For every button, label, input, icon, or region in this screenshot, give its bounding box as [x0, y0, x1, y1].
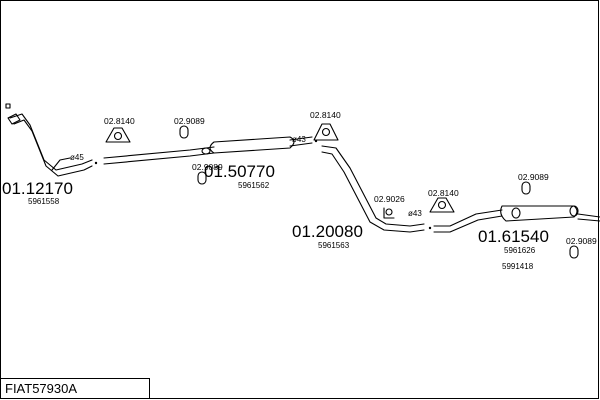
part-ref-sbend: 5961563 [318, 241, 350, 250]
ring-code-1: 02.9089 [174, 116, 205, 126]
bracket-icon [313, 123, 339, 141]
silencer-outlet [289, 136, 313, 147]
ring-icon [569, 245, 579, 259]
bracket-code-2: 02.8140 [310, 110, 341, 120]
part-code-middle: 01.50770 [204, 162, 275, 181]
silencer-end-cap [569, 205, 579, 217]
rear-silencer [433, 205, 600, 233]
clamp-code: 02.9026 [374, 194, 405, 204]
ring-icon [521, 181, 531, 195]
s-pipe-lower [321, 151, 425, 233]
pipe-joint [51, 157, 71, 171]
part-code-front: 01.12170 [2, 179, 73, 198]
ring-code-2: 02.9089 [192, 162, 223, 172]
front-pipe-lower [13, 119, 93, 177]
rear-pipe-lower [433, 215, 503, 233]
bracket-icon [429, 197, 455, 213]
diagram-code: FIAT57930A [5, 381, 78, 396]
s-pipe-upper [321, 145, 425, 227]
flange-marker [5, 103, 11, 109]
diameter-label-3: ø43 [408, 209, 422, 218]
diameter-label-1: ø45 [70, 153, 84, 162]
part-code-sbend: 01.20080 [292, 222, 363, 241]
ring-code-4: 02.9089 [566, 236, 597, 246]
ring-icon [197, 171, 207, 185]
diameter-label-2: ø43 [292, 135, 306, 144]
clamp-icon [383, 207, 395, 219]
pipe-end-dot [94, 161, 98, 165]
part-ref-rear: 5961626 [504, 246, 536, 255]
s-bend-pipe [321, 145, 432, 233]
silencer-inlet-cap [511, 207, 521, 219]
front-flange [7, 113, 21, 125]
part-code-rear: 01.61540 [478, 227, 549, 246]
middle-silencer [209, 136, 295, 154]
ring-code-3: 02.9089 [518, 172, 549, 182]
bracket-code-3: 02.8140 [428, 188, 459, 198]
hanger-mount [201, 147, 211, 155]
front-pipe [5, 103, 98, 177]
part-ref2-rear: 5991418 [502, 262, 534, 271]
mid-pipe-upper [103, 146, 215, 159]
bracket-code-1: 02.8140 [104, 116, 135, 126]
part-ref-front: 5961558 [28, 197, 60, 206]
rear-silencer-body [500, 205, 578, 222]
diagram-code-box: FIAT57930A [0, 378, 150, 399]
middle-silencer-pipe [103, 136, 318, 165]
ring-icon [179, 125, 189, 139]
bracket-icon [105, 127, 131, 143]
pipe-end-dot [428, 226, 432, 230]
rear-pipe-upper [433, 209, 503, 227]
part-ref-middle: 5961562 [238, 181, 270, 190]
tail-pipe [577, 213, 600, 222]
